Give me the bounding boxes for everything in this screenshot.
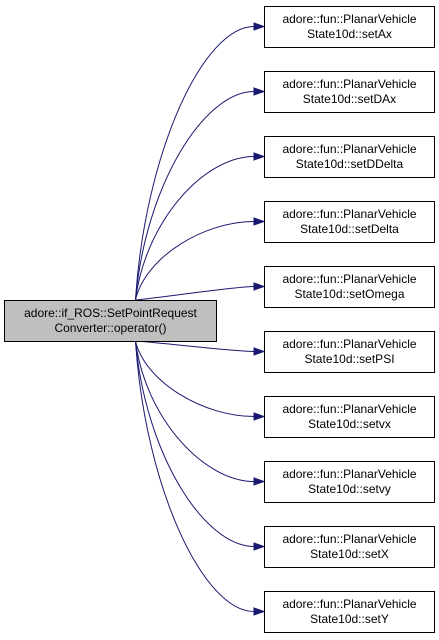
node-label-line: State10d::setvx — [308, 417, 391, 431]
edge-arrowhead-setX — [253, 542, 266, 551]
node-label-line: adore::fun::PlanarVehicle — [282, 77, 416, 91]
edge-setPSI — [135, 340, 255, 352]
target-node-box — [264, 6, 435, 48]
node-label-line: State10d::setDelta — [300, 222, 399, 236]
node-label-line: State10d::setvy — [308, 482, 391, 496]
node-label-line: adore::fun::PlanarVehicle — [282, 12, 416, 26]
edge-arrowhead-setY — [253, 607, 266, 616]
target-node-setDDelta[interactable]: adore::fun::PlanarVehicleState10d::setDD… — [264, 136, 435, 178]
edges-layer — [134, 22, 266, 616]
target-node-box — [264, 461, 435, 503]
node-label-line: adore::fun::PlanarVehicle — [282, 402, 416, 416]
node-label-line: adore::fun::PlanarVehicle — [282, 597, 416, 611]
edge-arrowhead-setDDelta — [253, 152, 266, 161]
edge-arrowhead-setvy — [253, 477, 266, 486]
target-node-box — [264, 396, 435, 438]
edge-arrowhead-setvx — [253, 412, 266, 421]
target-node-box — [264, 201, 435, 243]
edge-arrowhead-setPSI — [253, 347, 266, 356]
node-label-line: adore::if_ROS::SetPointRequest — [24, 306, 197, 320]
edge-setY — [134, 340, 255, 612]
node-label-line: State10d::setY — [310, 612, 389, 626]
target-node-setOmega[interactable]: adore::fun::PlanarVehicleState10d::setOm… — [264, 266, 435, 308]
edge-setDelta — [134, 221, 255, 301]
node-label-line: State10d::setDAx — [303, 92, 396, 106]
edge-setDAx — [134, 91, 255, 301]
edge-arrowhead-setDAx — [253, 87, 266, 96]
node-label-line: adore::fun::PlanarVehicle — [282, 467, 416, 481]
target-node-setDelta[interactable]: adore::fun::PlanarVehicleState10d::setDe… — [264, 201, 435, 243]
edge-setOmega — [135, 286, 255, 301]
nodes-layer: adore::if_ROS::SetPointRequestConverter:… — [4, 6, 435, 633]
node-label-line: State10d::setPSI — [304, 352, 394, 366]
target-node-setPSI[interactable]: adore::fun::PlanarVehicleState10d::setPS… — [264, 331, 435, 373]
node-label-line: adore::fun::PlanarVehicle — [282, 337, 416, 351]
edge-setvy — [134, 340, 255, 482]
node-label-line: Converter::operator() — [54, 321, 166, 335]
target-node-box — [264, 591, 435, 633]
edge-setvx — [134, 340, 255, 417]
node-label-line: adore::fun::PlanarVehicle — [282, 272, 416, 286]
target-node-box — [264, 71, 435, 113]
target-node-box — [264, 136, 435, 178]
edge-setAx — [134, 26, 255, 301]
edge-setX — [134, 340, 255, 547]
node-label-line: adore::fun::PlanarVehicle — [282, 207, 416, 221]
edge-setDDelta — [134, 156, 255, 301]
node-label-line: adore::fun::PlanarVehicle — [282, 532, 416, 546]
edge-arrowhead-setOmega — [253, 282, 266, 291]
target-node-box — [264, 526, 435, 568]
node-label-line: adore::fun::PlanarVehicle — [282, 142, 416, 156]
edge-arrowhead-setDelta — [253, 217, 266, 226]
node-label-line: State10d::setDDelta — [296, 157, 404, 171]
node-label-line: State10d::setX — [310, 547, 389, 561]
target-node-setDAx[interactable]: adore::fun::PlanarVehicleState10d::setDA… — [264, 71, 435, 113]
node-label-line: State10d::setOmega — [294, 287, 404, 301]
source-node-box — [4, 300, 217, 342]
target-node-box — [264, 266, 435, 308]
edge-arrowhead-setAx — [253, 22, 266, 31]
source-node[interactable]: adore::if_ROS::SetPointRequestConverter:… — [4, 300, 217, 342]
target-node-box — [264, 331, 435, 373]
node-label-line: State10d::setAx — [307, 27, 392, 41]
